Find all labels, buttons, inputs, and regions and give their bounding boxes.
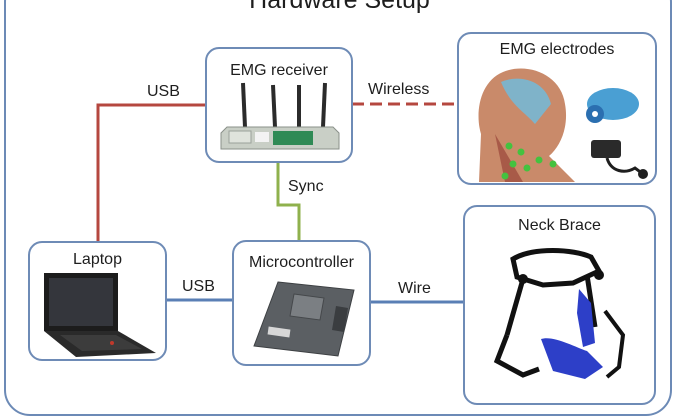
electrodes-icon <box>478 68 648 182</box>
laptop-node: Laptop <box>28 241 167 361</box>
wire-label: Wire <box>398 280 431 297</box>
neck-brace-node: Neck Brace <box>463 205 656 405</box>
emg-receiver-node: EMG receiver <box>205 47 353 163</box>
wireless-label: Wireless <box>368 81 430 98</box>
emg-electrodes-node: EMG electrodes <box>457 32 657 185</box>
emg-receiver-label: EMG receiver <box>230 62 328 79</box>
emg-electrodes-label: EMG electrodes <box>499 41 615 58</box>
usb-label-bottom: USB <box>182 278 215 295</box>
laptop-label: Laptop <box>73 251 122 268</box>
neck-brace-icon <box>493 248 626 379</box>
sync-label: Sync <box>288 178 324 195</box>
microcontroller-icon <box>253 281 355 357</box>
laptop-icon <box>44 273 156 357</box>
laptop-receiver-usb-line <box>96 103 207 242</box>
receiver-microcontroller-sync-line <box>276 162 301 242</box>
usb-label-top: USB <box>147 83 180 100</box>
emg-receiver-icon <box>220 82 340 150</box>
diagram-title: Hardware Setup <box>249 0 430 14</box>
microcontroller-node: Microcontroller <box>232 240 371 366</box>
neck-brace-label: Neck Brace <box>518 217 601 234</box>
connection-lines <box>96 102 465 304</box>
microcontroller-label: Microcontroller <box>249 254 354 271</box>
